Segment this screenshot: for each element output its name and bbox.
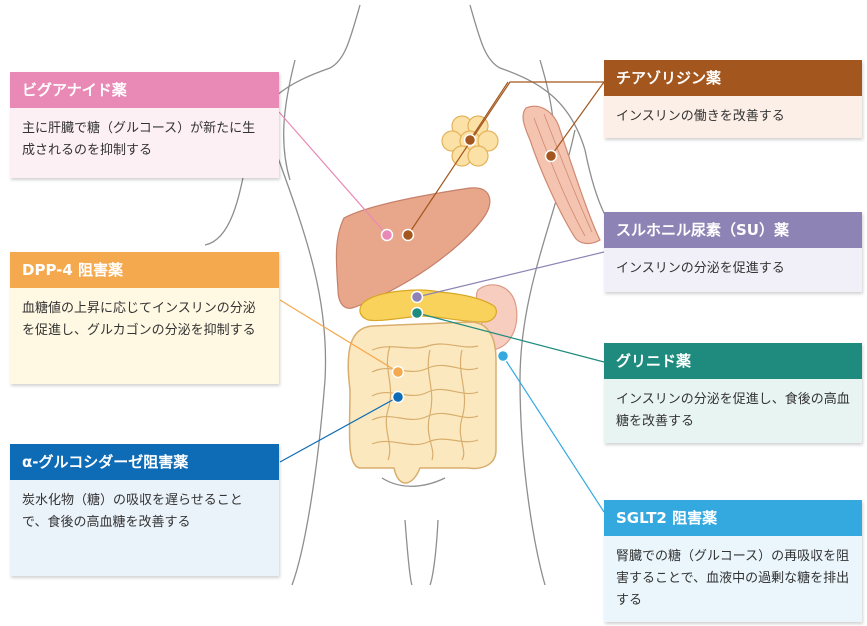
line-su	[417, 252, 604, 297]
box-sglt2: SGLT2 阻害薬 腎臓での糖（グルコース）の再吸収を阻害することで、血液中の過…	[604, 500, 862, 622]
dot-agi	[393, 392, 404, 403]
dot-glinide	[412, 308, 423, 319]
dot-dpp4	[393, 367, 404, 378]
dot-biguanide	[382, 230, 393, 241]
box-biguanide: ビグアナイド薬 主に肝臓で糖（グルコース）が新たに生成されるのを抑制する	[10, 72, 279, 178]
box-glinide: グリニド薬 インスリンの分泌を促進し、食後の高血糖を改善する	[604, 343, 862, 443]
line-thiazolidine-muscle	[551, 82, 604, 156]
box-thiazolidine-body: インスリンの働きを改善する	[604, 96, 862, 138]
box-agi-title: α-グルコシダーゼ阻害薬	[10, 444, 279, 480]
box-su-body: インスリンの分泌を促進する	[604, 248, 862, 292]
box-thiazolidine: チアゾリジン薬 インスリンの働きを改善する	[604, 60, 862, 138]
box-sglt2-title: SGLT2 阻害薬	[604, 500, 862, 536]
box-thiazolidine-title: チアゾリジン薬	[604, 60, 862, 96]
box-agi-body: 炭水化物（糖）の吸収を遅らせることで、食後の高血糖を改善する	[10, 480, 279, 576]
dot-sglt2	[498, 351, 509, 362]
dot-thiazolidine-muscle	[546, 151, 557, 162]
box-biguanide-title: ビグアナイド薬	[10, 72, 279, 108]
intestine-organ	[348, 322, 496, 483]
muscle-organ	[523, 106, 600, 243]
box-sglt2-body: 腎臓での糖（グルコース）の再吸収を阻害することで、血液中の過剰な糖を排出する	[604, 536, 862, 622]
box-glinide-title: グリニド薬	[604, 343, 862, 379]
box-biguanide-body: 主に肝臓で糖（グルコース）が新たに生成されるのを抑制する	[10, 108, 279, 178]
line-sglt2	[503, 356, 604, 512]
box-dpp4-title: DPP-4 阻害薬	[10, 252, 279, 288]
box-su-title: スルホニル尿素（SU）薬	[604, 212, 862, 248]
box-dpp4: DPP-4 阻害薬 血糖値の上昇に応じてインスリンの分泌を促進し、グルカゴンの分…	[10, 252, 279, 384]
dot-thiazolidine-liver	[403, 230, 414, 241]
box-su: スルホニル尿素（SU）薬 インスリンの分泌を促進する	[604, 212, 862, 292]
box-glinide-body: インスリンの分泌を促進し、食後の高血糖を改善する	[604, 379, 862, 443]
box-dpp4-body: 血糖値の上昇に応じてインスリンの分泌を促進し、グルカゴンの分泌を抑制する	[10, 288, 279, 384]
box-agi: α-グルコシダーゼ阻害薬 炭水化物（糖）の吸収を遅らせることで、食後の高血糖を改…	[10, 444, 279, 576]
dot-su	[412, 292, 423, 303]
line-biguanide	[279, 112, 387, 235]
dot-thiazolidine-fat	[465, 135, 476, 146]
